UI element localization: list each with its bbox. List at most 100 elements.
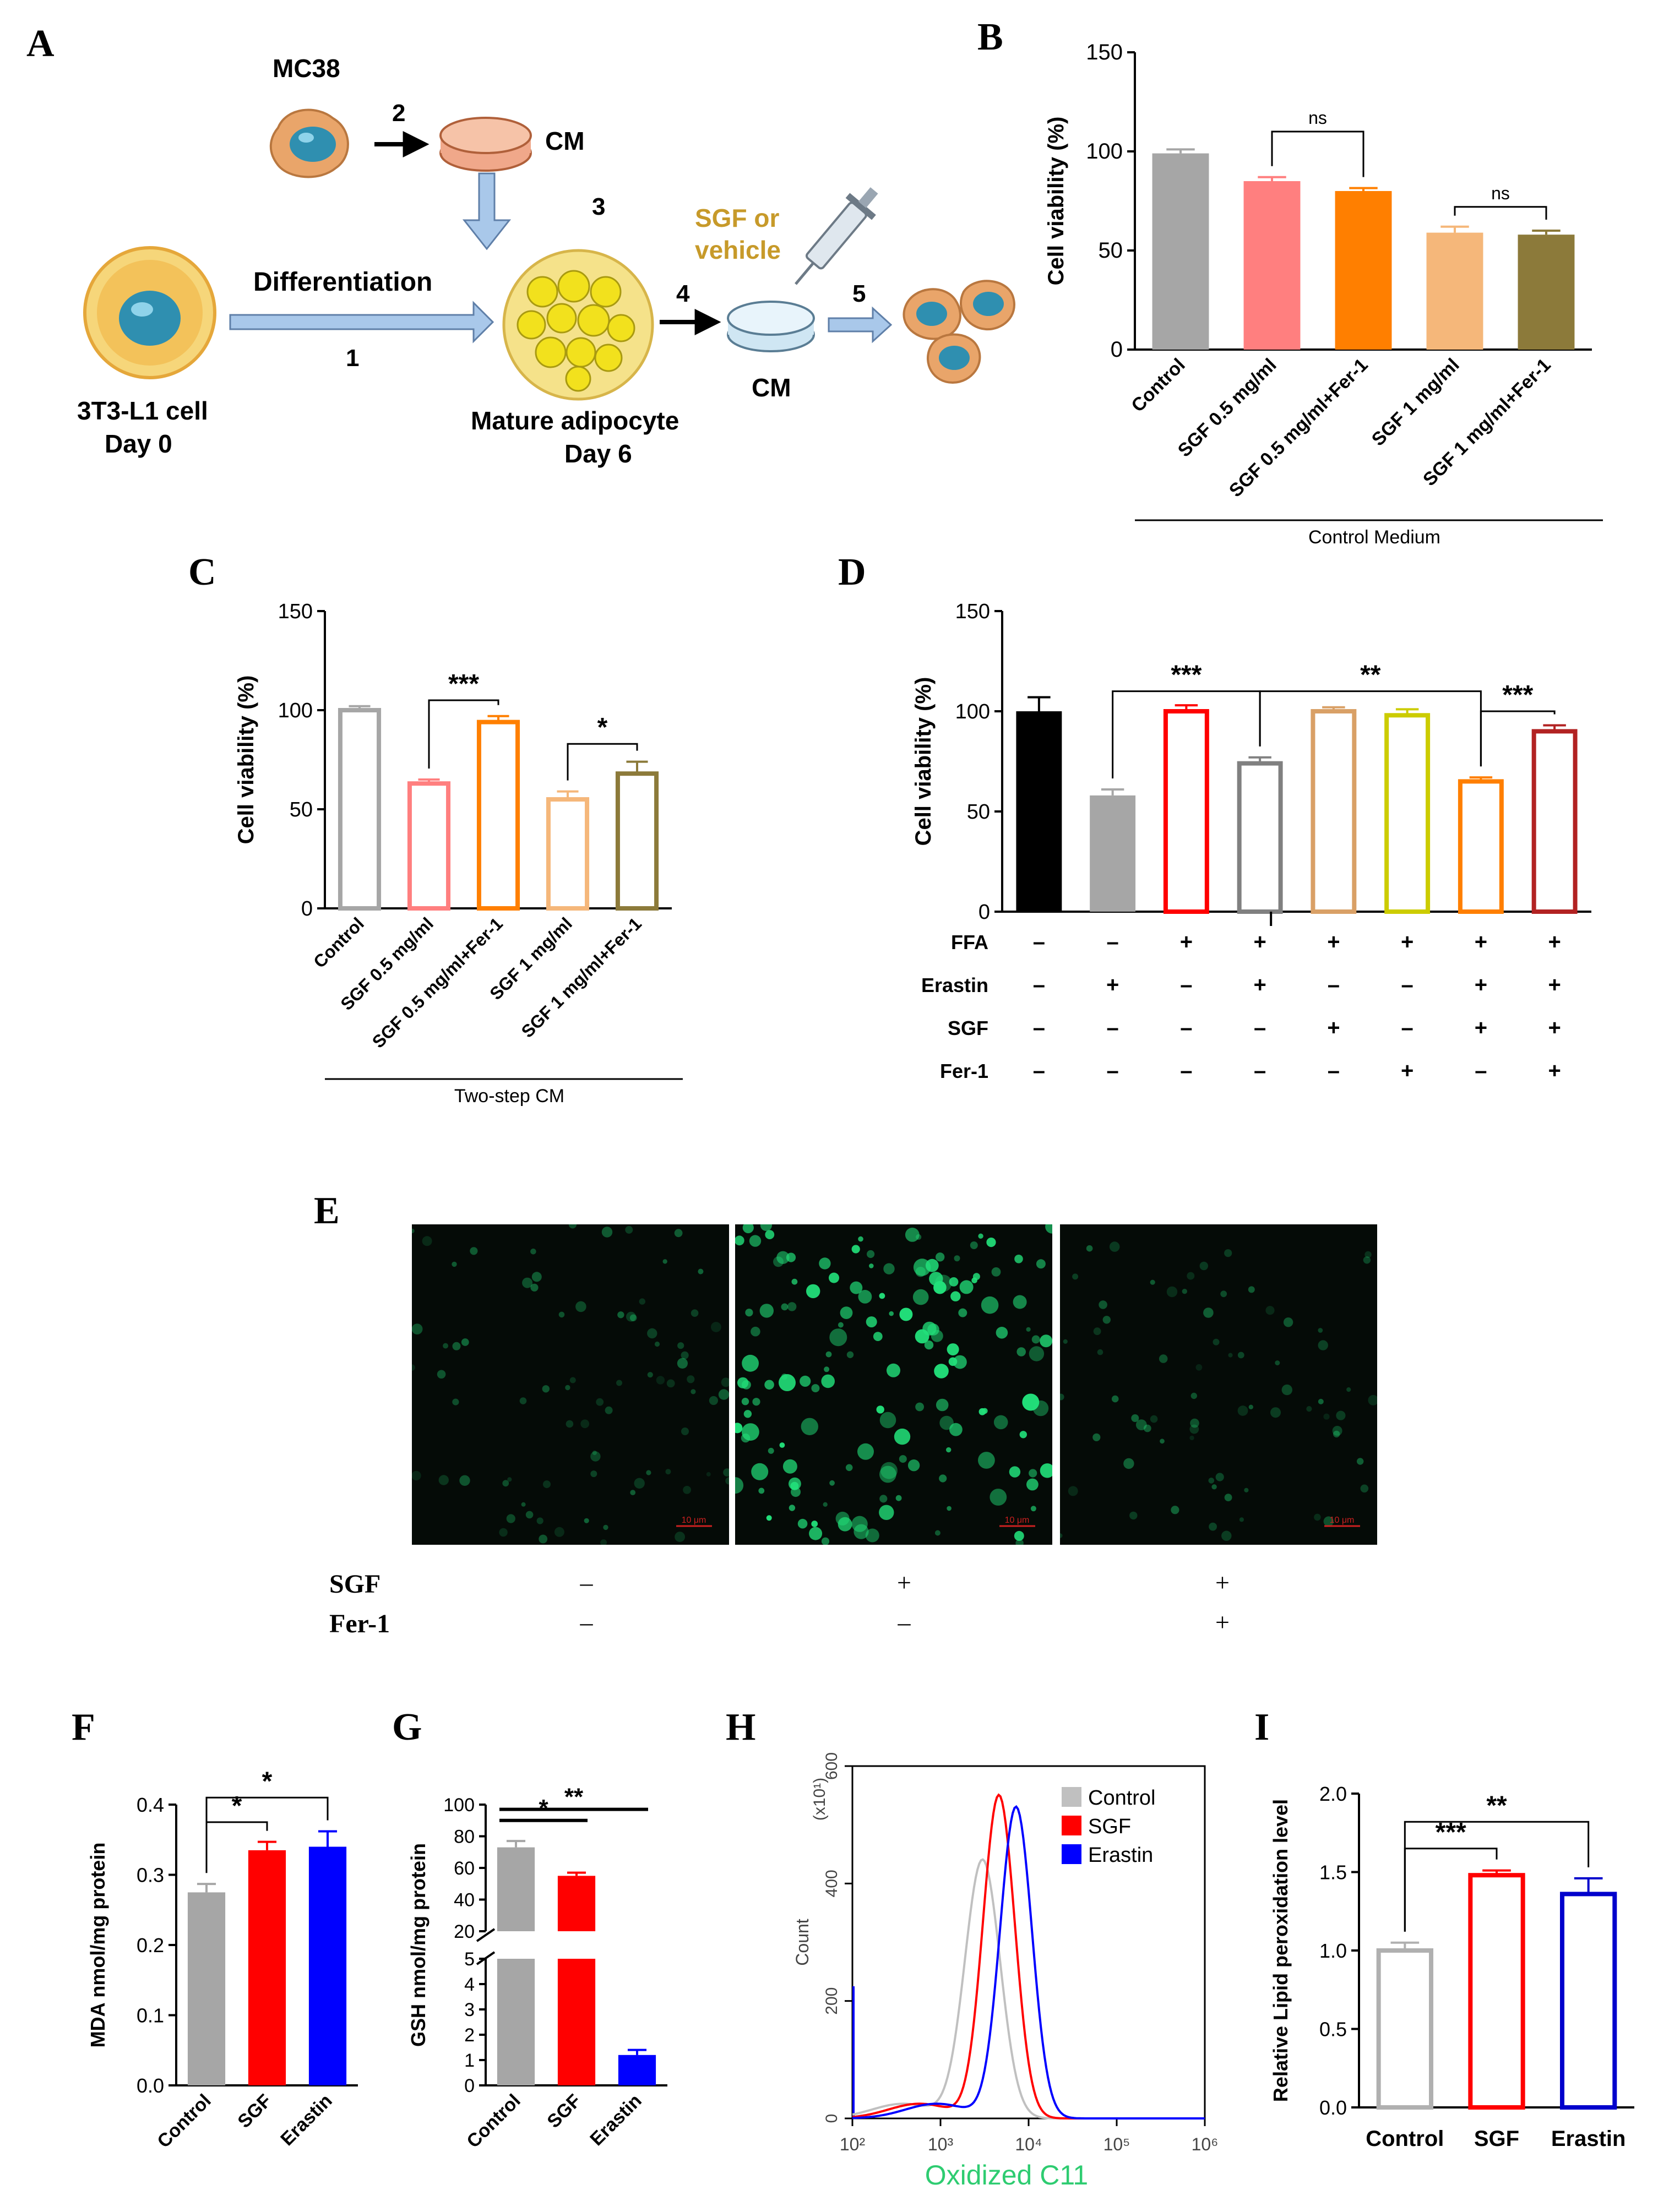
cell-dot xyxy=(422,1236,432,1246)
cell-dot xyxy=(438,1475,449,1485)
syringe-icon xyxy=(795,187,878,285)
cell-dot xyxy=(459,1475,470,1486)
cell-dot xyxy=(1209,1522,1217,1531)
cell-dot xyxy=(742,1354,759,1372)
cell-dot xyxy=(758,1488,765,1494)
cell-dot xyxy=(521,1502,526,1507)
cell-dot xyxy=(857,1443,874,1460)
cell-dot xyxy=(768,1447,774,1454)
cell-dot xyxy=(674,1229,683,1238)
b-y-axis-label: Cell viability (%) xyxy=(1044,117,1068,286)
cell-dot xyxy=(879,1465,896,1483)
cell-dot xyxy=(1143,1424,1151,1432)
cell-dot xyxy=(634,1478,645,1489)
cell-dot xyxy=(835,1511,850,1525)
cell-dot xyxy=(1318,1328,1323,1333)
sym-sgf-2: + xyxy=(897,1568,911,1597)
micrograph-control: 10 μm xyxy=(412,1224,729,1545)
d-treatment-sign: – xyxy=(1401,973,1414,997)
cell-dot xyxy=(711,1322,721,1332)
c-bar xyxy=(338,708,382,911)
b-sig-label: ns xyxy=(1491,183,1510,203)
d-treatment-label: FFA xyxy=(951,931,988,954)
cell-dot xyxy=(1093,1327,1101,1336)
cell-dot xyxy=(735,1477,744,1494)
b-y-tick-label: 100 xyxy=(1086,139,1123,164)
cell-dot xyxy=(443,1343,449,1349)
d-bar xyxy=(1016,711,1062,912)
cell-dot xyxy=(575,1301,586,1312)
step-4-label: 4 xyxy=(676,280,690,307)
c-sig-label: * xyxy=(597,713,608,742)
cell-dot xyxy=(601,1227,613,1238)
cell-dot xyxy=(452,1261,457,1267)
cell-dot xyxy=(759,1304,774,1318)
cell-dot xyxy=(1248,1286,1255,1293)
cell-dot xyxy=(991,1267,1001,1277)
cell-dot xyxy=(452,1342,461,1350)
cell-dot xyxy=(765,1230,775,1239)
cell-dot xyxy=(1019,1431,1027,1439)
cell-dot xyxy=(894,1428,911,1445)
panel-letter-f: F xyxy=(72,1706,95,1748)
cell-dot xyxy=(776,1251,790,1264)
cell-dot xyxy=(838,1322,844,1328)
cell-dot xyxy=(946,1447,952,1453)
cell-dot xyxy=(1150,1415,1158,1423)
g-y-tick-label: 40 xyxy=(454,1890,475,1911)
cell-dot xyxy=(915,1402,924,1412)
cell-dot xyxy=(687,1375,695,1383)
cell-dot xyxy=(986,1238,996,1247)
cell-dot xyxy=(1364,1251,1372,1258)
culture-dish-icon xyxy=(439,117,532,172)
d-treatment-sign: + xyxy=(1548,930,1561,954)
cell-dot xyxy=(824,1366,830,1372)
scale-bar-label: 10 μm xyxy=(682,1516,706,1525)
cell-dot xyxy=(616,1380,622,1386)
cell-dot xyxy=(889,1311,894,1316)
cell-dot xyxy=(1346,1387,1351,1392)
c-y-tick-label: 150 xyxy=(278,600,313,623)
cell-dot xyxy=(829,1480,835,1486)
cell-dot xyxy=(851,1516,868,1532)
f-bar xyxy=(187,1892,226,2085)
i-y-tick-label: 2.0 xyxy=(1319,1783,1347,1805)
scale-bar-label: 10 μm xyxy=(1330,1516,1355,1525)
d-bar xyxy=(1163,709,1209,914)
cell-dot xyxy=(806,1284,820,1299)
cell-dot xyxy=(1237,1405,1248,1416)
b-y-tick-label: 150 xyxy=(1086,40,1123,64)
cell-dot xyxy=(1102,1316,1111,1324)
cell-dot xyxy=(1009,1466,1021,1478)
down-arrow xyxy=(462,172,512,250)
cell-dot xyxy=(646,1470,651,1475)
cell-dot xyxy=(1111,1395,1119,1403)
cell-dot xyxy=(617,1311,624,1319)
cell-dot xyxy=(851,1245,860,1254)
cell-dot xyxy=(677,1358,688,1369)
cell-dot xyxy=(741,1433,751,1443)
cell-dot xyxy=(677,1342,684,1349)
g-y-tick-label: 100 xyxy=(443,1795,475,1816)
d-sig-bracket xyxy=(1259,690,1482,767)
b-x-tick-label: SGF 1 mg/ml xyxy=(1368,355,1464,450)
cell-dot xyxy=(791,1278,798,1285)
cell-dot xyxy=(925,1258,939,1272)
panel-letter-h: H xyxy=(726,1706,756,1748)
adipocyte-icon xyxy=(502,249,654,401)
h-legend-swatch xyxy=(1062,1816,1081,1835)
panel-letter-i: I xyxy=(1254,1706,1270,1748)
cell-dot xyxy=(675,1532,685,1542)
g-bar xyxy=(618,2055,656,2085)
g-bar xyxy=(497,1959,535,2085)
cell-dot xyxy=(1208,1478,1215,1484)
micrograph-canvas: 10 μm xyxy=(1060,1241,1377,1541)
cell-dot xyxy=(1318,1340,1328,1350)
row-label-fer1: Fer-1 xyxy=(329,1609,390,1638)
cell-dot xyxy=(1190,1392,1197,1399)
sgf-vehicle-label-1: SGF or xyxy=(695,204,779,232)
h-y-tick-label: 400 xyxy=(823,1870,841,1897)
cell-dot xyxy=(1213,1338,1220,1345)
b-sig-bracket xyxy=(1454,206,1547,220)
